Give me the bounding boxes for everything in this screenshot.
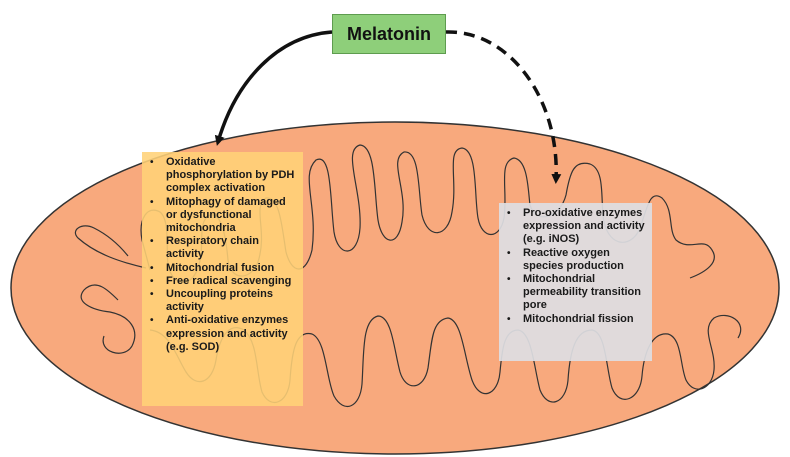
promoted-effect-item: Respiratory chain activity [148,235,297,261]
inhibited-effect-item: Mitochondrial fission [505,313,646,326]
promoted-effect-item: Uncoupling proteins activity [148,288,297,314]
inhibited-effect-item: Mitochondrial permeability transition po… [505,273,646,313]
mitochondrion-outer-membrane [11,122,779,454]
melatonin-box: Melatonin [332,14,446,54]
promoted-effect-item: Anti-oxidative enzymes expression and ac… [148,314,297,354]
melatonin-label: Melatonin [347,24,431,45]
promoted-effects-list: Oxidative phosphorylation by PDH complex… [148,156,297,354]
inhibited-effect-item: Reactive oxygen species production [505,247,646,273]
inhibited-effects-list: Pro-oxidative enzymes expression and act… [505,207,646,326]
promoted-effect-item: Mitophagy of damaged or dysfunctional mi… [148,196,297,236]
inhibited-effects-panel: Pro-oxidative enzymes expression and act… [499,203,652,361]
promoted-effects-panel: Oxidative phosphorylation by PDH complex… [142,152,303,406]
promoted-effect-item: Free radical scavenging [148,275,297,288]
promoted-effect-item: Oxidative phosphorylation by PDH complex… [148,156,297,196]
inhibited-effect-item: Pro-oxidative enzymes expression and act… [505,207,646,247]
promoted-effect-item: Mitochondrial fusion [148,262,297,275]
